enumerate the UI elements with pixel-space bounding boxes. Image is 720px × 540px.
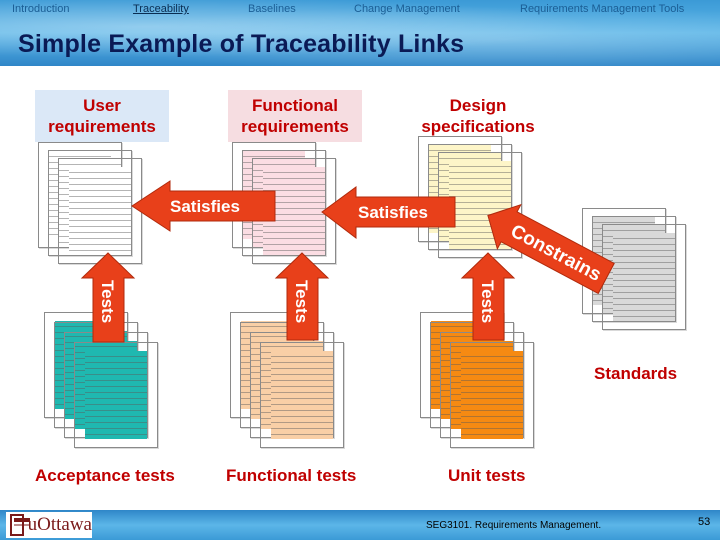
satisfies-label-2: Satisfies <box>358 203 428 222</box>
unit-tests-label: Unit tests <box>448 466 526 485</box>
tests-label-acceptance: Tests <box>98 280 117 323</box>
uottawa-logo: uOttawa <box>6 512 92 538</box>
unit-test-doc <box>450 342 534 448</box>
course-caption: SEG3101. Requirements Management. <box>426 520 602 531</box>
standards-doc <box>602 224 686 330</box>
tests-label-unit: Tests <box>478 280 497 323</box>
page-title: Simple Example of Traceability Links <box>18 30 465 58</box>
nav-link-introduction[interactable]: Introduction <box>12 3 70 15</box>
functional-requirements-label: Functional requirements <box>228 90 362 142</box>
satisfies-label-1: Satisfies <box>170 197 240 216</box>
user-requirements-doc <box>58 158 142 264</box>
logo-text: uOttawa <box>27 514 92 535</box>
tests-arrow-functional: Tests <box>274 252 330 341</box>
tests-arrow-unit: Tests <box>460 252 516 341</box>
tests-arrow-acceptance: Tests <box>80 252 136 343</box>
nav-link-baselines[interactable]: Baselines <box>248 3 296 15</box>
nav-link-traceability[interactable]: Traceability <box>133 3 189 15</box>
tests-label-functional: Tests <box>292 280 311 323</box>
user-requirements-label: User requirements <box>35 90 169 142</box>
design-specifications-label: Design specifications <box>408 90 548 142</box>
satisfies-arrow-1: Satisfies <box>131 180 276 232</box>
nav-link-requirements-management-tools[interactable]: Requirements Management Tools <box>520 3 685 15</box>
functional-requirements-text: Functional requirements <box>241 96 349 136</box>
standards-label: Standards <box>594 364 678 383</box>
slide-header: Introduction Traceability Baselines Chan… <box>0 0 720 66</box>
page-number: 53 <box>698 516 711 528</box>
traceability-arrows: Satisfies Satisfies Constrains Tests Tes… <box>80 180 615 343</box>
nav-link-change-management[interactable]: Change Management <box>354 3 460 15</box>
functional-tests-label: Functional tests <box>226 466 357 485</box>
user-requirements-text: User requirements <box>48 96 156 136</box>
slide-footer: uOttawa SEG3101. Requirements Management… <box>0 510 720 540</box>
satisfies-arrow-2: Satisfies <box>321 186 456 240</box>
section-nav: Introduction Traceability Baselines Chan… <box>0 3 720 19</box>
traceability-diagram: User requirements Functional requirement… <box>0 66 720 510</box>
acceptance-test-doc <box>74 342 158 448</box>
functional-test-doc <box>260 342 344 448</box>
design-specifications-text: Design specifications <box>421 96 535 136</box>
acceptance-tests-label: Acceptance tests <box>35 466 175 485</box>
university-crest-icon <box>10 514 30 536</box>
